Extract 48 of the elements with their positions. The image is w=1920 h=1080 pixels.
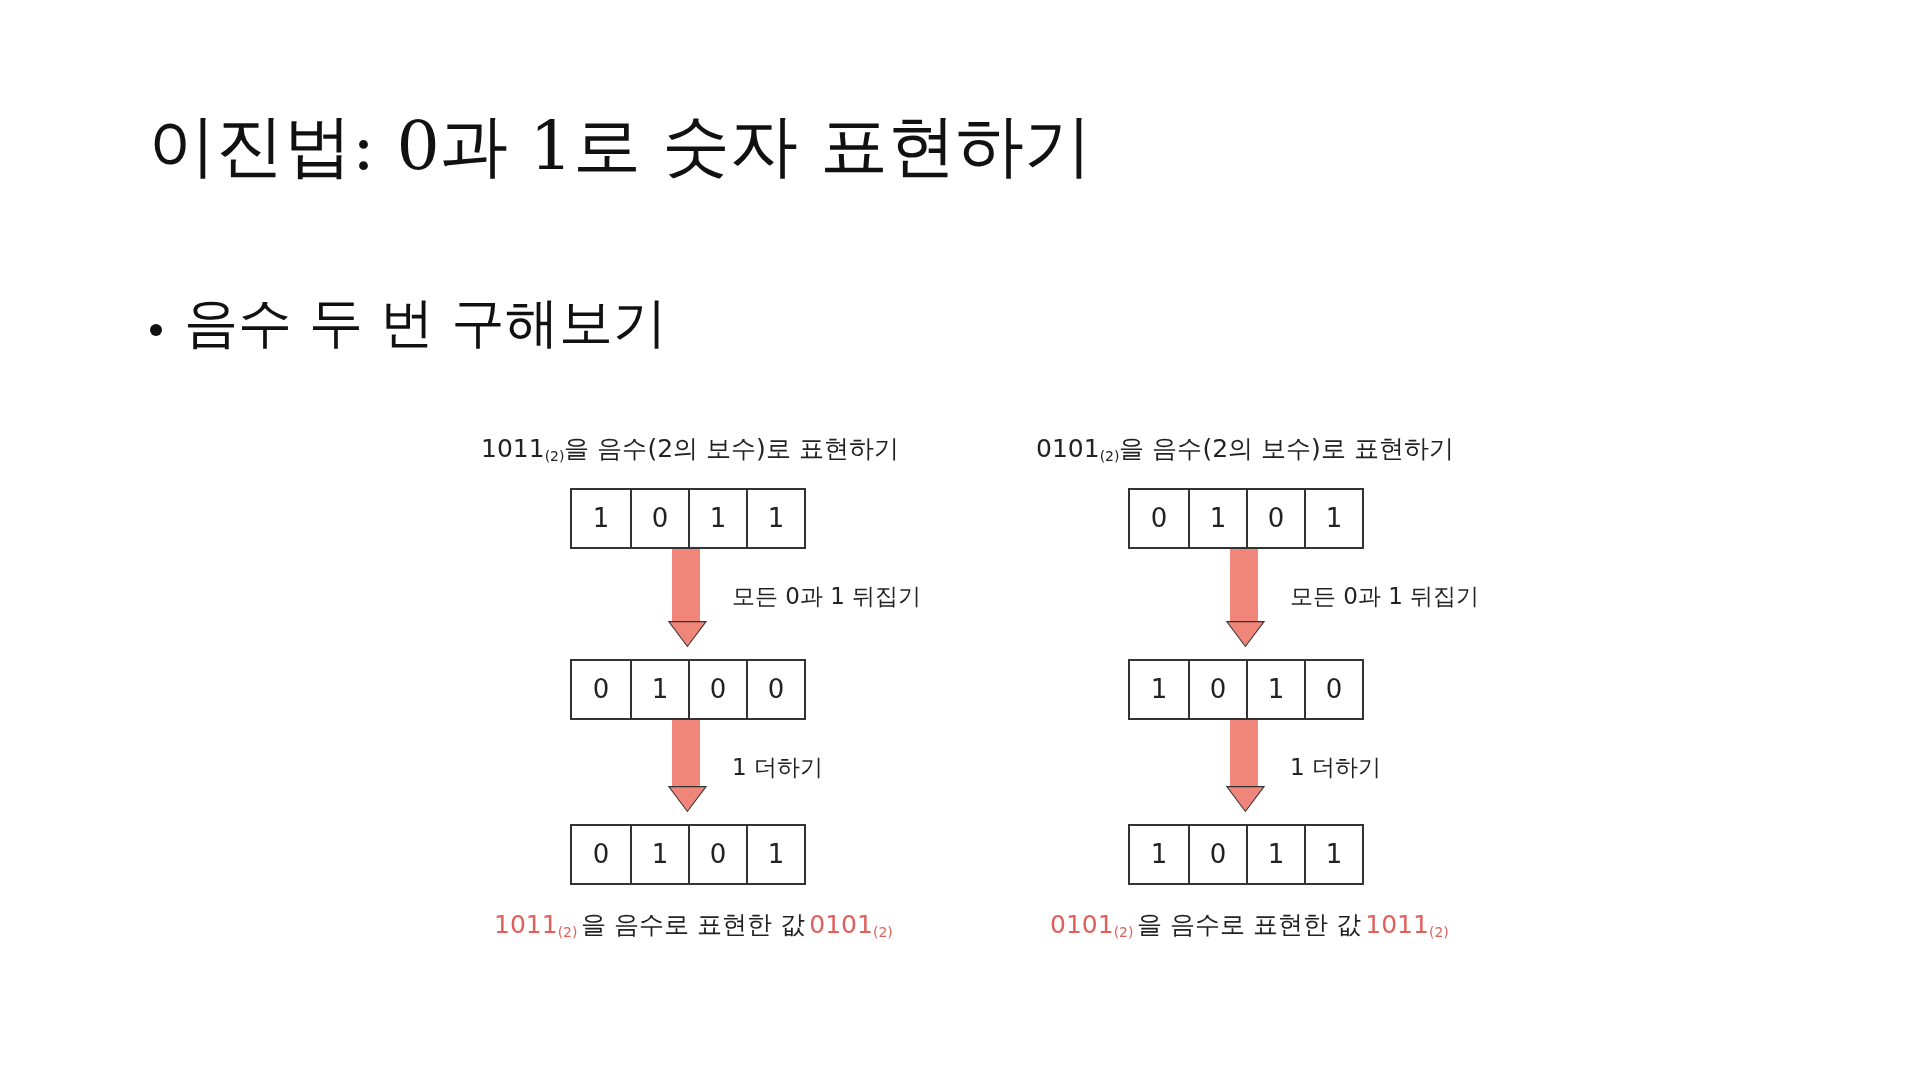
block-arrow	[1226, 549, 1265, 647]
bit-cell: 1	[630, 661, 688, 718]
bit-cell-text: 1	[1149, 673, 1169, 706]
bit-cell: 1	[1188, 490, 1246, 547]
caption-text: 을 음수로 표현한 값	[1137, 909, 1362, 941]
bit-cell: 1	[746, 826, 804, 883]
bit-cell: 1	[746, 490, 804, 547]
bit-cell-text: 1	[1149, 838, 1169, 871]
bit-cell: 0	[746, 661, 804, 718]
bit-cell-text: 1	[591, 502, 611, 535]
bit-cell: 0	[1246, 490, 1304, 547]
edge-label: 1 더하기	[732, 756, 823, 779]
bit-cell: 1	[630, 826, 688, 883]
result-value: 0101$_{(2)}$	[809, 909, 893, 942]
edge-label: 모든 0과 1 뒤집기	[732, 585, 922, 608]
bit-cell-text: 0	[591, 673, 611, 706]
bit-cell: 0	[1188, 661, 1246, 718]
bit-row	[1128, 488, 1364, 549]
bit-row	[570, 659, 806, 720]
bit-cell: 0	[630, 490, 688, 547]
caption-text: 1011$_{(2)}$을 음수(2의 보수)로 표현하기	[481, 433, 899, 466]
edge-label: 모든 0과 1 뒤집기	[1290, 585, 1480, 608]
bit-cell: 1	[688, 490, 746, 547]
bit-cell-text: 0	[591, 838, 611, 871]
block-arrow	[1226, 720, 1265, 812]
caption-text: 0101$_{(2)}$을 음수(2의 보수)로 표현하기	[1036, 433, 1454, 466]
bit-cell: 0	[1188, 826, 1246, 883]
caption-text: 을 음수로 표현한 값	[581, 909, 806, 941]
bit-row	[1128, 659, 1364, 720]
result-value: 1011$_{(2)}$	[494, 909, 578, 942]
block-arrow	[668, 549, 707, 647]
result-value: 1011$_{(2)}$	[1365, 909, 1449, 942]
result-value: 0101$_{(2)}$	[1050, 909, 1134, 942]
bit-cell-text: 0	[1149, 502, 1169, 535]
bit-cell: 0	[688, 826, 746, 883]
bit-row	[1128, 824, 1364, 885]
bit-row	[570, 488, 806, 549]
bullet-text: 음수 두 번 구해보기	[184, 296, 668, 350]
bit-cell: 1	[1246, 826, 1304, 883]
slide-title: 이진법: 0과 1로 숫자 표현하기	[148, 112, 1092, 180]
bit-cell: 1	[1304, 490, 1362, 547]
edge-label: 1 더하기	[1290, 756, 1381, 779]
bit-cell: 0	[688, 661, 746, 718]
bit-cell: 0	[1304, 661, 1362, 718]
bit-cell: 1	[1246, 661, 1304, 718]
block-arrow	[668, 720, 707, 812]
bit-cell: 1	[1304, 826, 1362, 883]
bit-row	[570, 824, 806, 885]
